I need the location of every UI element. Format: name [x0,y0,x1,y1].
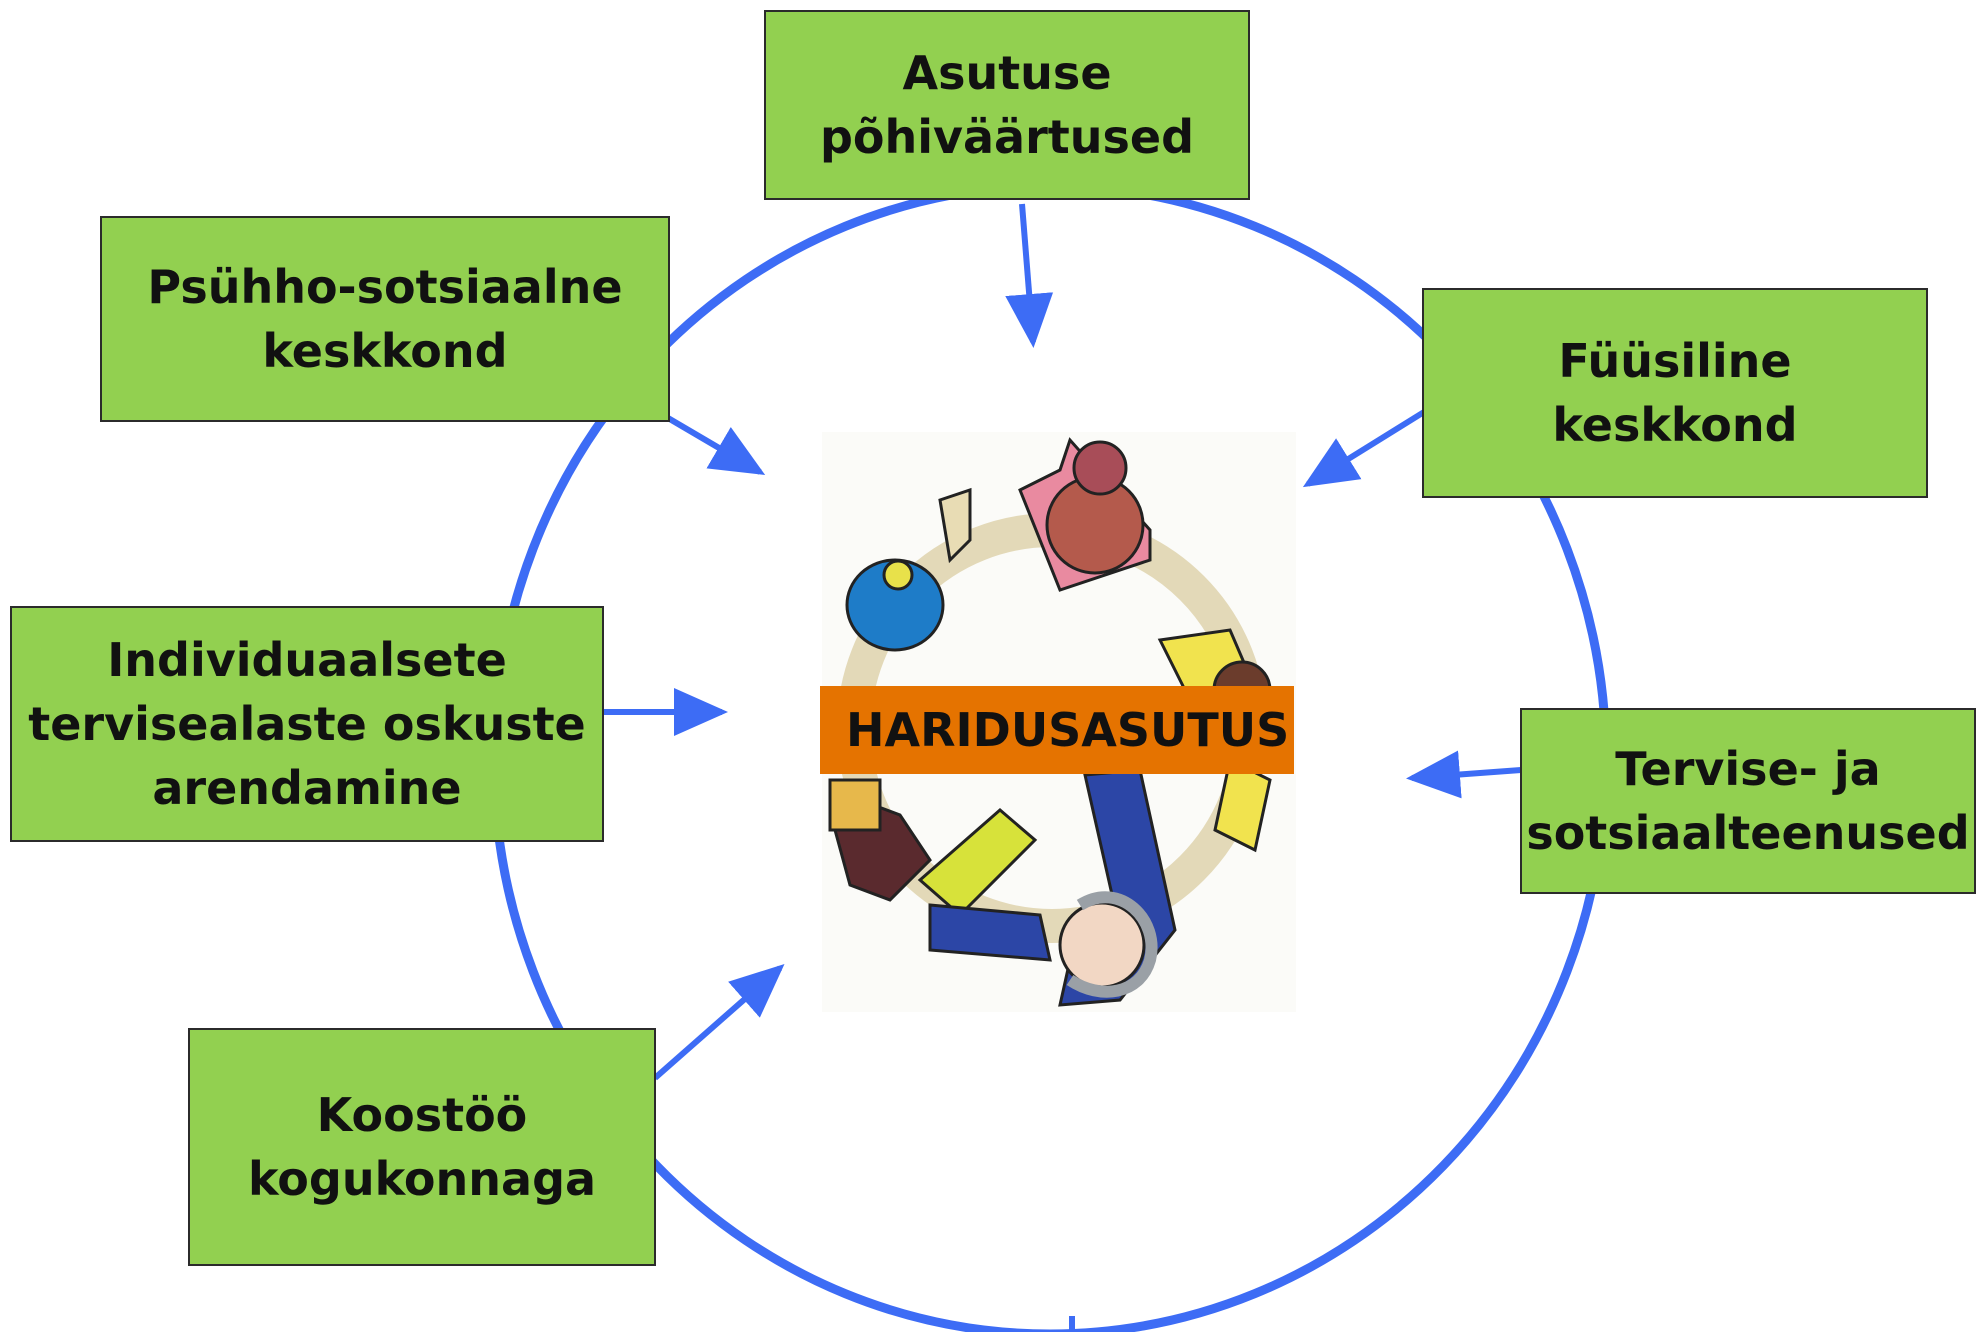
arrow-from-middle-right [1406,750,1522,799]
box-psuhho-sotsiaalne-keskkond: Psühho-sotsiaalne keskkond [100,216,670,422]
arrow-from-top [1005,203,1054,348]
center-label-background [820,686,1294,774]
center-label: HARIDUSASUTUS [846,703,1290,757]
box-koostoo-kogukonnaga: Koostöö kogukonnaga [188,1028,656,1266]
arrow-from-lower-left [653,964,785,1081]
box-tervise-ja-sotsiaalteenused: Tervise- ja sotsiaalteenused [1520,708,1976,894]
box-asutuse-pohivaartused: Asutuse põhiväärtused [764,10,1250,200]
arrow-from-upper-right [1302,409,1426,488]
box-fuusiline-keskkond: Füüsiline keskkond [1422,288,1928,498]
box-individuaalsete-oskuste-arendamine: Individuaalsete tervisealaste oskuste ar… [10,606,604,842]
arrow-from-upper-left [666,415,766,476]
